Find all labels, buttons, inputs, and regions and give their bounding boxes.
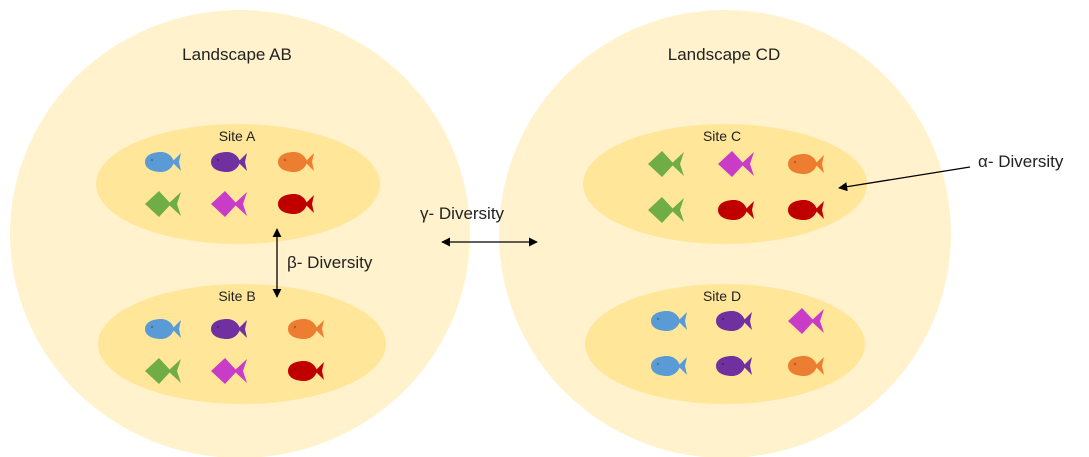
landscape-cd: Landscape CD Site C Site D: [499, 10, 951, 457]
site-d-label: Site D: [703, 288, 741, 304]
orange-fish-icon: [288, 319, 324, 339]
purple-fish-icon: [211, 319, 247, 339]
purple-fish-icon: [716, 356, 752, 376]
site-b-label: Site B: [218, 288, 255, 304]
alpha-diversity-label: α- Diversity: [978, 152, 1064, 171]
blue-fish-icon: [651, 311, 687, 331]
magenta-fish-icon: [211, 191, 247, 217]
green-fish-icon: [145, 358, 181, 384]
red-fish-icon: [718, 200, 754, 220]
magenta-fish-icon: [718, 151, 754, 177]
landscape-ab: Landscape AB Site A Site B: [10, 10, 470, 457]
green-fish-icon: [145, 191, 181, 217]
site-c-fish: [648, 151, 824, 223]
purple-fish-icon: [716, 311, 752, 331]
site-a-fish: [145, 152, 314, 217]
site-b: Site B: [98, 284, 386, 404]
magenta-fish-icon: [211, 358, 247, 384]
gamma-diversity-label: γ- Diversity: [420, 204, 505, 223]
red-fish-icon: [288, 361, 324, 381]
beta-diversity-label: β- Diversity: [287, 253, 373, 272]
orange-fish-icon: [278, 152, 314, 172]
orange-fish-icon: [788, 154, 824, 174]
red-fish-icon: [788, 200, 824, 220]
magenta-fish-icon: [788, 308, 824, 334]
blue-fish-icon: [145, 152, 181, 172]
green-fish-icon: [648, 151, 684, 177]
site-c-label: Site C: [703, 128, 741, 144]
site-b-fish: [145, 319, 324, 384]
landscape-ab-title: Landscape AB: [182, 45, 292, 64]
green-fish-icon: [648, 197, 684, 223]
site-d: Site D: [585, 284, 865, 404]
site-c: Site C: [583, 124, 867, 244]
orange-fish-icon: [788, 356, 824, 376]
blue-fish-icon: [651, 356, 687, 376]
blue-fish-icon: [145, 319, 181, 339]
site-a: Site A: [96, 124, 380, 244]
site-d-fish: [651, 308, 824, 376]
site-a-label: Site A: [219, 128, 256, 144]
purple-fish-icon: [211, 152, 247, 172]
red-fish-icon: [278, 194, 314, 214]
alpha-diversity-arrow: [838, 166, 971, 192]
landscape-cd-title: Landscape CD: [668, 45, 780, 64]
